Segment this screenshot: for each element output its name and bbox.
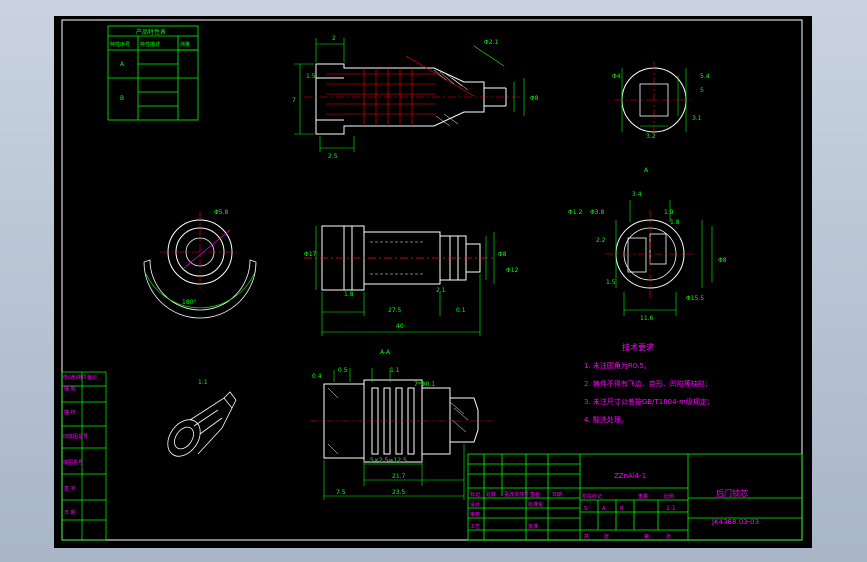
param-header-2: 特性描述 [140,41,160,48]
tb-stage-s: S [584,506,587,512]
dim-side-phi17: Φ17 [304,251,317,258]
strip-label-2: 描 图 [64,385,76,392]
dim-top-2: 2 [332,35,336,42]
tb-label-weight: 重量 [638,493,648,500]
tb-stage-b: B [620,506,624,512]
dim-round-180: 180° [182,299,196,306]
tb-label-sheets-2: 张 [666,533,671,540]
dim-side-275: 27.5 [388,307,402,314]
dim-sec-5x25: 5×2.5=12.5 [370,457,407,464]
dim-sec-11: 1.1 [390,367,400,374]
dim-tr-31: 3.1 [692,115,702,122]
dim-top-phi8: Φ8 [530,95,539,102]
drawing-sheet[interactable]: 产品特性表 特性序号 特性描述 测量 A B [54,16,812,548]
left-margin-strip [61,371,107,541]
dim-tr-5: 5 [700,87,704,94]
dim-tr-54: 5.4 [700,73,710,80]
dim-side-18: 1.8 [344,291,354,298]
dim-top-7: 7 [292,97,296,104]
side-view [304,225,495,336]
isometric-sketch [167,391,237,457]
parameter-table [107,25,199,121]
note-2: 2. 铸件不得有飞边、变形、凹陷等缺陷； [584,379,712,388]
note-4: 4. 酸洗处理。 [584,415,628,424]
tb-label-mark: 标记 [470,491,480,498]
sheet-border [61,19,803,541]
dim-sec-7phi01: 7*Φ0.1 [414,381,435,388]
dim-sec-05: 0.5 [338,367,348,374]
technical-notes: 技术要求 1. 未注圆角为R0.5。 2. 铸件不得有飞边、变形、凹陷等缺陷； … [584,342,714,424]
title-block [467,453,803,541]
strip-label-6: 签 字 [64,485,76,492]
section-view-a-a [310,368,492,500]
dim-top-phi21: Φ2.1 [484,39,498,46]
param-row-a: A [120,61,125,68]
param-header-3: 测量 [180,41,190,48]
part-name: 后门锁芯 [716,488,748,498]
end-view [606,200,713,316]
tb-label-sheets-1: 张 [604,533,609,540]
tb-label-standard: 标准化 [528,501,543,508]
tb-label-design: 设计 [470,501,480,508]
tb-label-change: 更改文件号 [504,491,529,498]
dim-end-19: 1.9 [664,209,674,216]
strip-label-3: 描 校 [64,409,76,416]
param-table-title: 产品特性表 [136,28,166,36]
notes-title: 技术要求 [622,342,654,352]
dim-sec-04: 0.4 [312,373,322,380]
dim-sec-217: 21.7 [392,473,406,480]
dim-end-phi12: Φ1.2 [568,209,582,216]
dim-tr-phi4: Φ4 [612,73,621,80]
dim-top-25: 2.5 [328,153,338,160]
dim-end-34: 3.4 [632,191,642,198]
dim-sec-75: 7.5 [336,489,346,496]
material-text: ZZnAl4-1 [614,472,646,480]
dim-side-phi8: Φ8 [498,251,507,258]
dim-side-40: 40 [396,323,404,330]
tb-label-stage: 阶段标记 [582,493,602,500]
dim-side-21: 2.1 [436,287,446,294]
top-right-circle-view [614,62,694,138]
param-row-b: B [120,95,124,102]
dim-side-phi12: Φ12 [506,267,519,274]
strip-label-7: 日 期 [64,510,76,516]
dim-top-15: 1.5 [306,73,316,80]
dim-end-phi8: Φ8 [718,257,727,264]
note-3: 3. 未注尺寸公差按GB/T1804-m级规定； [584,397,714,406]
engineering-drawing: 产品特性表 特性序号 特性描述 测量 A B [61,19,803,541]
section-label-aa: A-A [380,349,391,356]
dim-end-15: 1.5 [606,279,616,286]
round-end-view [143,212,257,319]
note-1: 1. 未注圆角为R0.5。 [584,361,651,370]
tb-label-review: 审核 [470,511,480,518]
dim-side-01: 0.1 [456,307,466,314]
section-mark-a: A [644,167,649,174]
top-section-view [294,38,525,152]
tb-stage-a: A [602,506,606,512]
dim-end-116: 11.6 [640,315,654,322]
dim-end-22: 2.2 [596,237,606,244]
tb-label-count: 处数 [486,491,496,498]
view-scale: 1:1 [198,379,208,386]
dim-end-phi38: Φ3.8 [590,209,604,216]
tb-label-total: 共 [584,533,589,540]
dim-sec-235: 23.5 [392,489,406,496]
dim-end-phi155: Φ15.5 [686,295,704,302]
tb-label-process: 工艺 [470,524,480,530]
strip-label-4: 旧底图总号 [63,433,88,440]
tb-label-date: 日期 [552,492,562,498]
tb-label-scale: 比例 [664,493,674,500]
strip-label-1: 借(通)用件登记 [63,374,97,381]
drawing-number: JK4368.03-03 [711,518,759,526]
dim-end-18: 1.8 [670,219,680,226]
tb-label-no: 第 [644,533,649,540]
strip-label-5: 底图总号 [63,459,83,466]
tb-label-sign: 签名 [530,491,540,498]
tb-label-approve: 批准 [528,523,538,530]
param-header-1: 特性序号 [110,41,130,48]
dim-round-phi58: Φ5.8 [214,209,228,216]
dim-tr-32: 3.2 [646,133,656,140]
tb-scale-value: 1:1 [666,505,676,512]
